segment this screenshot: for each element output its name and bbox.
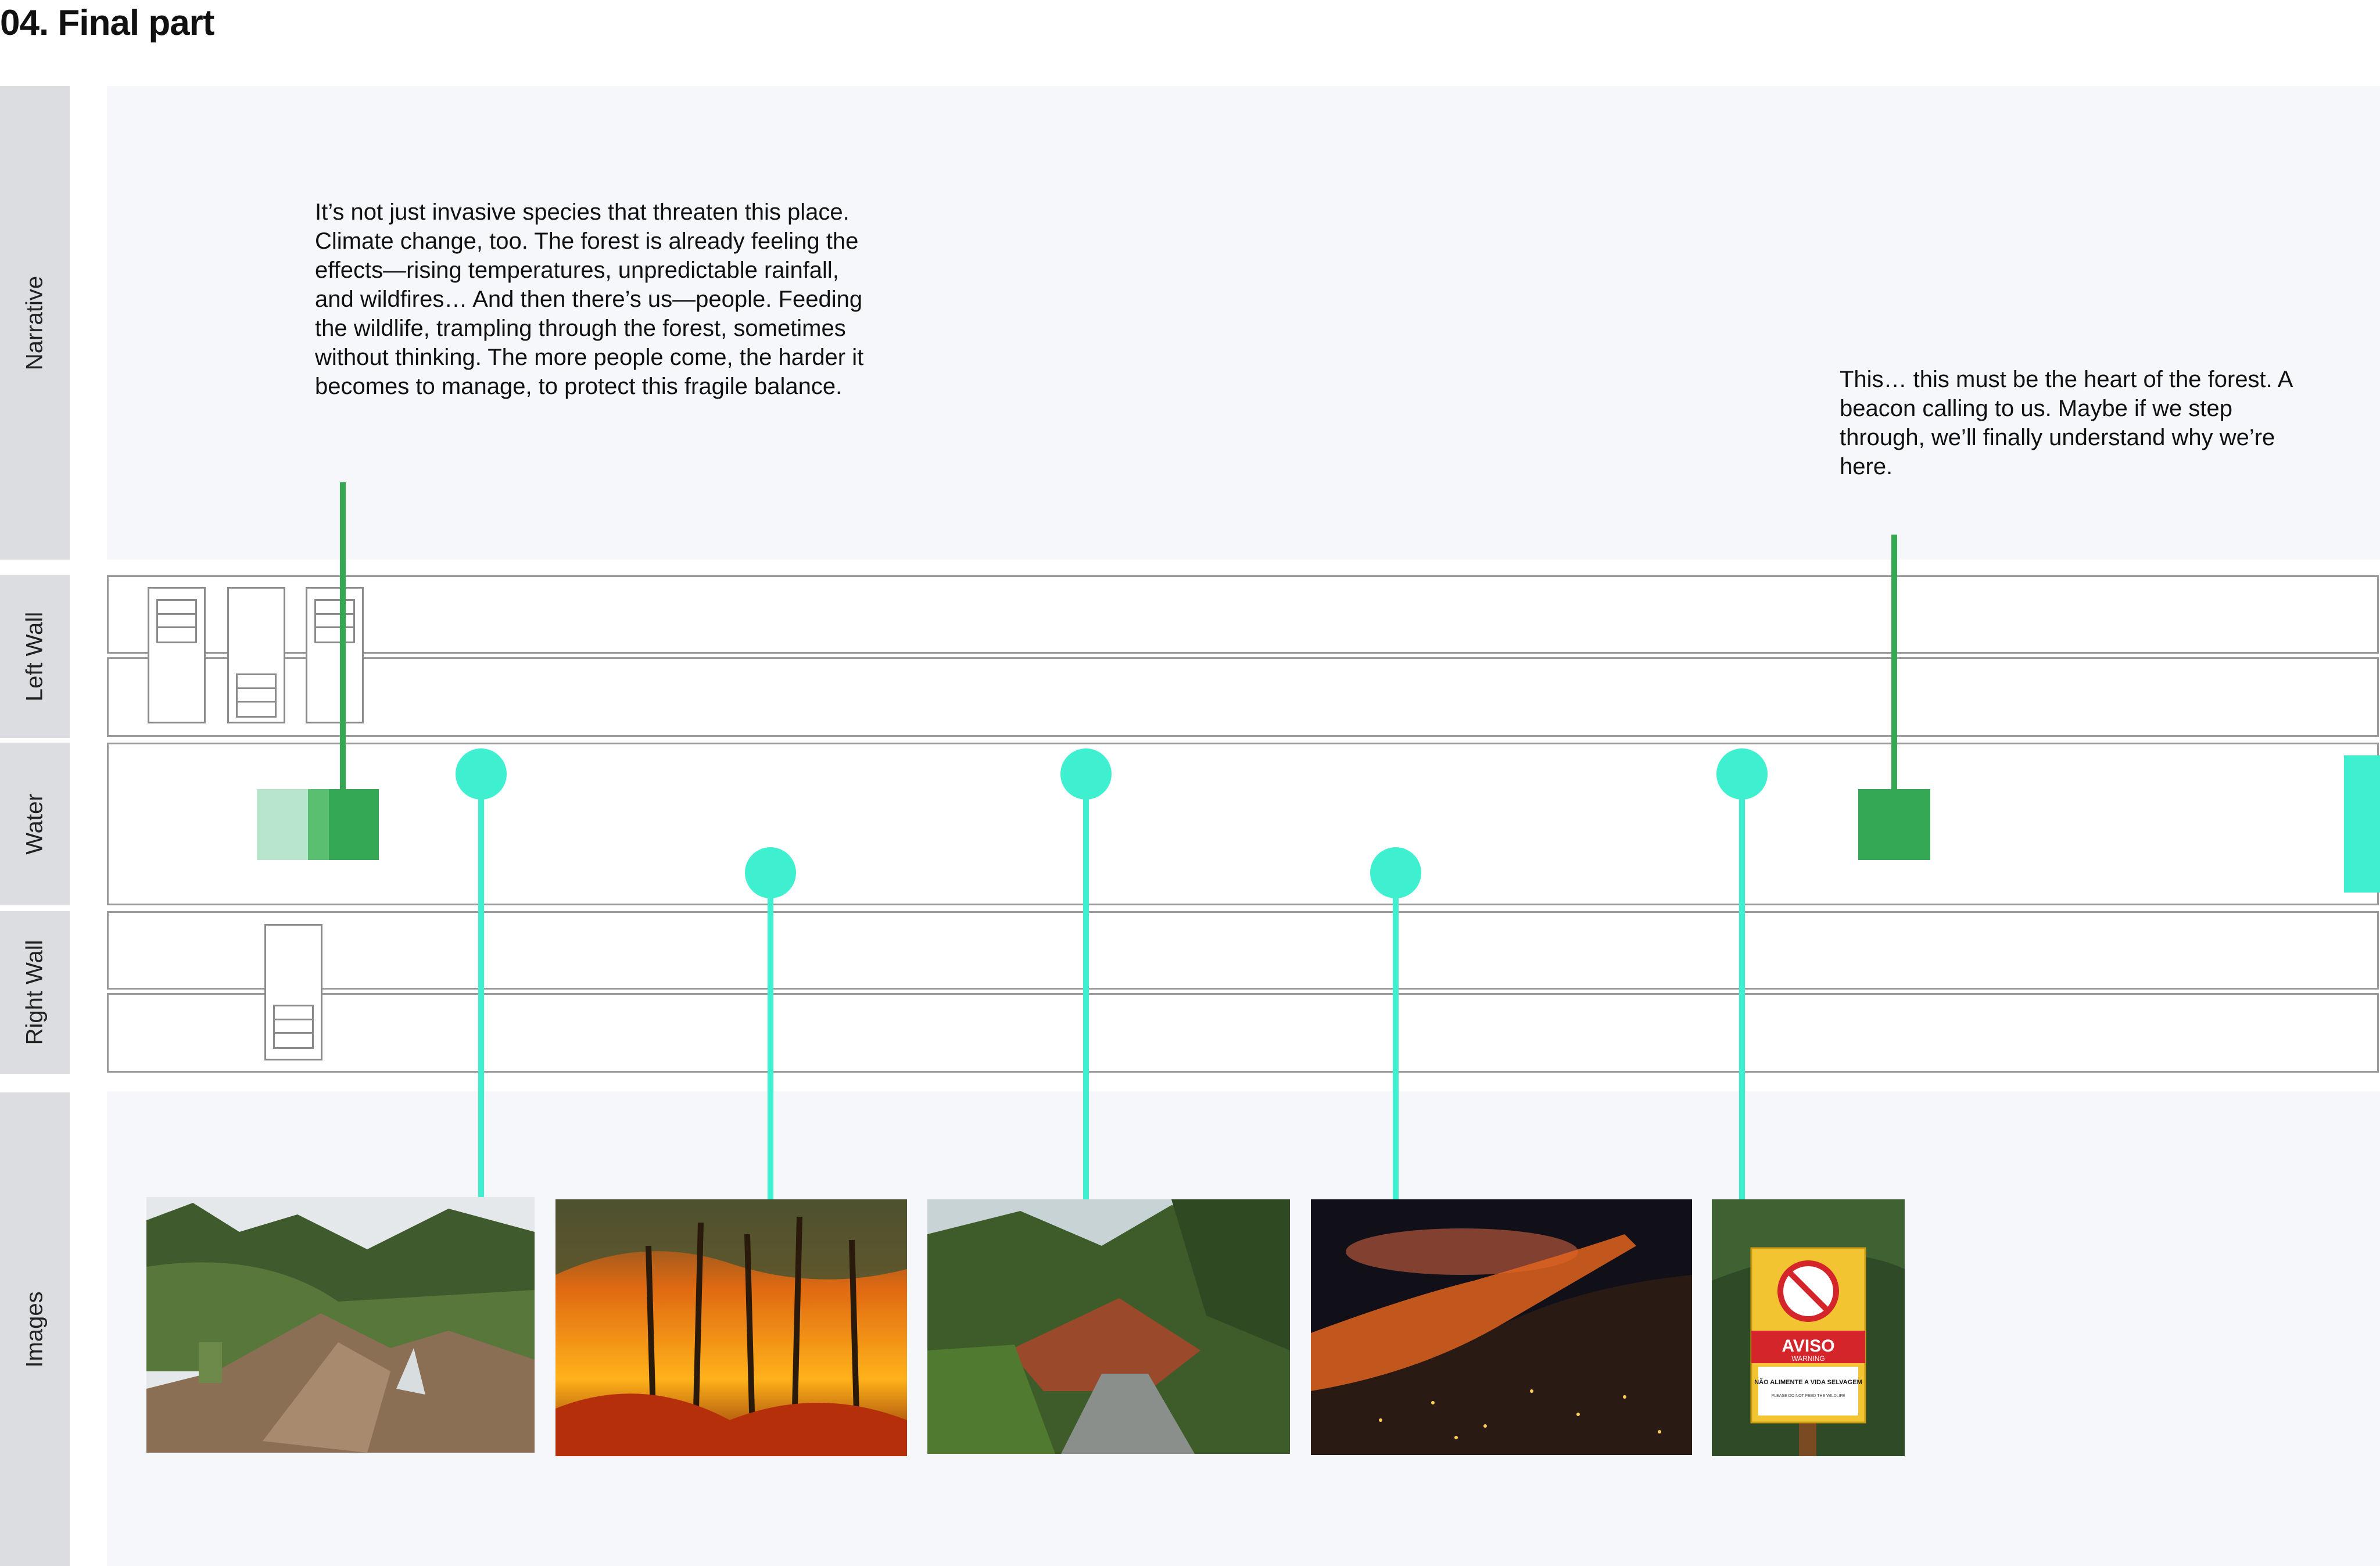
panel-slot bbox=[273, 1005, 314, 1049]
lane-label-narrative: Narrative bbox=[0, 86, 70, 560]
right-wall-panel[interactable] bbox=[264, 924, 322, 1060]
sign-title: AVISO bbox=[1782, 1336, 1834, 1356]
sign-text: NÃO ALIMENTE A VIDA SELVAGEM bbox=[1754, 1378, 1862, 1386]
lane-label-text: Water bbox=[21, 793, 48, 855]
page-title: 04. Final part bbox=[0, 3, 214, 43]
image-pin-line-1 bbox=[478, 773, 484, 1197]
image-pin-line-4 bbox=[1393, 872, 1399, 1200]
forest-fire-photo[interactable] bbox=[555, 1199, 907, 1456]
water-marker-active[interactable] bbox=[329, 789, 379, 860]
image-pin-line-3 bbox=[1083, 773, 1089, 1200]
sign-small-text: PLEASE DO NOT FEED THE WILDLIFE bbox=[1772, 1394, 1845, 1398]
landslide-photo[interactable] bbox=[146, 1197, 535, 1453]
image-pin-3[interactable] bbox=[1060, 748, 1112, 800]
left-wall-divider bbox=[107, 652, 2379, 659]
image-pin-5[interactable] bbox=[1716, 748, 1768, 800]
water-marker-edge[interactable] bbox=[2344, 755, 2380, 893]
lane-label-text: Right Wall bbox=[21, 940, 48, 1045]
left-wall-panel[interactable] bbox=[227, 587, 285, 723]
left-wall-panel[interactable] bbox=[306, 587, 364, 723]
lane-label-right-wall: Right Wall bbox=[0, 911, 70, 1074]
water-marker-heart[interactable] bbox=[1858, 789, 1930, 860]
water-marker-faded[interactable] bbox=[257, 789, 309, 860]
narrative-text-1: It’s not just invasive species that thre… bbox=[315, 199, 864, 399]
narrative-connector-1 bbox=[340, 482, 346, 790]
panel-slot bbox=[236, 673, 277, 718]
lane-label-left-wall: Left Wall bbox=[0, 575, 70, 738]
lane-label-images: Images bbox=[0, 1092, 70, 1566]
water-marker-mid[interactable] bbox=[308, 789, 331, 860]
lane-label-text: Narrative bbox=[21, 275, 48, 370]
warning-sign-photo[interactable]: AVISO WARNING NÃO ALIMENTE A VIDA SELVAG… bbox=[1712, 1199, 1905, 1456]
water-track bbox=[107, 743, 2379, 905]
road-landslide-photo[interactable] bbox=[927, 1199, 1290, 1454]
panel-slot bbox=[314, 599, 355, 643]
image-pin-1[interactable] bbox=[456, 748, 507, 800]
lane-label-text: Images bbox=[21, 1291, 48, 1368]
narrative-panel bbox=[107, 86, 2380, 560]
image-pin-line-5 bbox=[1739, 773, 1745, 1200]
sign-subtitle: WARNING bbox=[1791, 1354, 1825, 1363]
panel-slot bbox=[156, 599, 197, 643]
image-pin-4[interactable] bbox=[1370, 847, 1421, 898]
image-pin-line-2 bbox=[768, 872, 773, 1200]
right-wall-divider bbox=[107, 988, 2379, 995]
narrative-connector-2 bbox=[1891, 535, 1897, 790]
narrative-text-2: This… this must be the heart of the fore… bbox=[1840, 367, 2292, 479]
lane-label-text: Left Wall bbox=[21, 611, 48, 702]
left-wall-panel[interactable] bbox=[148, 587, 206, 723]
night-wildfire-photo[interactable] bbox=[1311, 1199, 1692, 1455]
image-pin-2[interactable] bbox=[745, 847, 796, 898]
lane-label-water: Water bbox=[0, 743, 70, 905]
